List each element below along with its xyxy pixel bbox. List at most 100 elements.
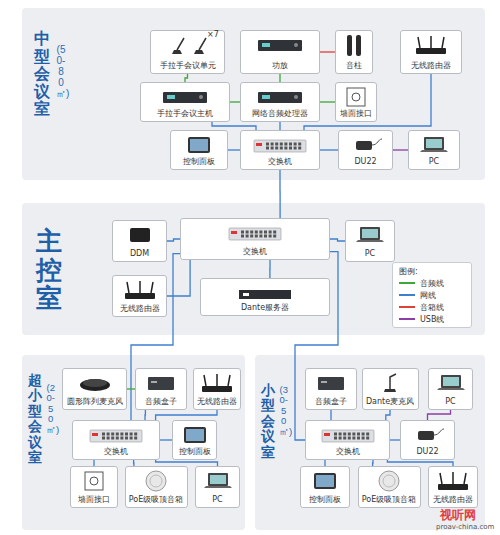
device-label: DDM	[130, 249, 149, 259]
icon-holder	[326, 86, 386, 108]
device-label: 功放	[272, 61, 288, 71]
legend-box: 图例:音频线网线音箱线USB线	[392, 262, 472, 328]
device-label: PC	[212, 495, 222, 505]
device-box: 音频盒子	[135, 368, 187, 410]
device-icon	[64, 470, 124, 492]
icon-holder	[250, 34, 310, 56]
device-label: 手拉手会议主机	[157, 109, 213, 119]
room-panel: 超小型会议室(20-50㎡)圆形阵列麦克风音频盒子无线路由器交换机控制面板墙面接…	[22, 355, 245, 530]
device-icon	[225, 222, 285, 244]
connector	[228, 149, 240, 150]
icon-holder	[235, 282, 295, 304]
device-icon	[359, 470, 419, 492]
device-icon	[169, 134, 229, 156]
icon-holder	[360, 372, 420, 394]
device-label: 音柱	[346, 61, 362, 71]
device-icon	[250, 134, 310, 156]
device-box: 控制面板	[170, 130, 228, 170]
device-label: Dante麦克风	[366, 397, 414, 407]
device-label: 交换机	[243, 247, 267, 257]
legend-swatch	[399, 318, 415, 320]
device-box: PoE级吸顶音箱	[358, 466, 421, 508]
device-icon	[301, 372, 361, 394]
device-icon	[423, 470, 483, 492]
device-box: 交换机	[180, 218, 330, 260]
connector	[279, 122, 280, 130]
device-icon	[295, 470, 355, 492]
legend-row: USB线	[399, 313, 465, 325]
device-label: PC	[429, 157, 439, 167]
device-icon	[188, 470, 248, 492]
watermark: 视听网	[440, 509, 476, 522]
device-label: 网络音频处理器	[252, 109, 308, 119]
device-box: 圆形阵列麦克风	[62, 368, 127, 410]
icon-holder	[165, 424, 225, 446]
device-icon	[324, 34, 384, 56]
connector	[127, 388, 135, 389]
device-icon	[404, 134, 464, 156]
room-area: (50-80㎡)	[56, 44, 66, 99]
legend-swatch	[399, 282, 415, 284]
icon-holder	[65, 372, 125, 394]
device-box: 交换机	[240, 130, 320, 170]
device-icon	[155, 86, 215, 108]
device-box: 功放	[240, 30, 320, 74]
room-title: 小型会议室	[261, 383, 275, 460]
device-icon	[360, 372, 420, 394]
icon-holder	[423, 470, 483, 492]
connector	[320, 101, 335, 102]
connector	[390, 439, 400, 440]
device-label: PC	[445, 397, 455, 407]
device-label: 无线路由器	[411, 61, 451, 71]
connector	[393, 149, 408, 150]
icon-holder	[250, 86, 310, 108]
icon-holder	[340, 224, 400, 246]
device-icon	[401, 34, 461, 56]
device-icon	[131, 372, 191, 394]
device-label: 墙面接口	[340, 109, 372, 119]
room-area: (20-50㎡)	[46, 383, 56, 435]
connector	[304, 74, 431, 130]
device-icon	[336, 134, 396, 156]
device-icon	[187, 372, 247, 394]
device-box: 网络音频处理器	[240, 82, 320, 122]
device-icon	[86, 424, 146, 446]
device-label: 无线路由器	[120, 304, 160, 314]
icon-holder	[225, 222, 285, 244]
connector	[279, 74, 280, 82]
connector	[330, 410, 331, 420]
connector	[144, 410, 146, 420]
device-box: DDM	[112, 220, 167, 262]
icon-holder	[324, 34, 384, 56]
device-box: 无线路由器	[112, 275, 167, 317]
connector	[160, 439, 172, 440]
device-label: 控制面板	[309, 495, 341, 505]
connector	[185, 74, 188, 82]
device-icon	[250, 34, 310, 56]
device-icon	[340, 224, 400, 246]
device-icon	[235, 282, 295, 304]
device-box: 手拉手会议主机	[140, 82, 230, 122]
legend-row: 音频线	[399, 277, 465, 289]
device-box: 控制面板	[172, 420, 217, 460]
icon-holder	[110, 224, 170, 246]
room-title: 中型会议室	[34, 30, 50, 118]
device-box: 交换机	[305, 420, 390, 460]
legend-swatch	[399, 294, 415, 296]
icon-holder	[336, 134, 396, 156]
device-box: 墙面接口	[335, 82, 377, 122]
connector	[320, 149, 338, 150]
room-title: 主控室	[36, 227, 62, 313]
room-panel: 小型会议室 (30-50㎡) 音频盒子 Dante麦克风 PC 交换机DU22 控制面板 Po…	[255, 355, 485, 530]
icon-holder	[250, 134, 310, 156]
device-icon	[65, 372, 125, 394]
device-label: 音频盒子	[315, 397, 347, 407]
connector	[279, 170, 280, 218]
icon-holder	[110, 279, 170, 301]
icon-holder	[126, 470, 186, 492]
device-box: DU22	[400, 420, 455, 460]
room-area: (30-50㎡)	[279, 385, 289, 437]
watermark: proav-china.com	[436, 524, 494, 532]
icon-holder	[169, 134, 229, 156]
